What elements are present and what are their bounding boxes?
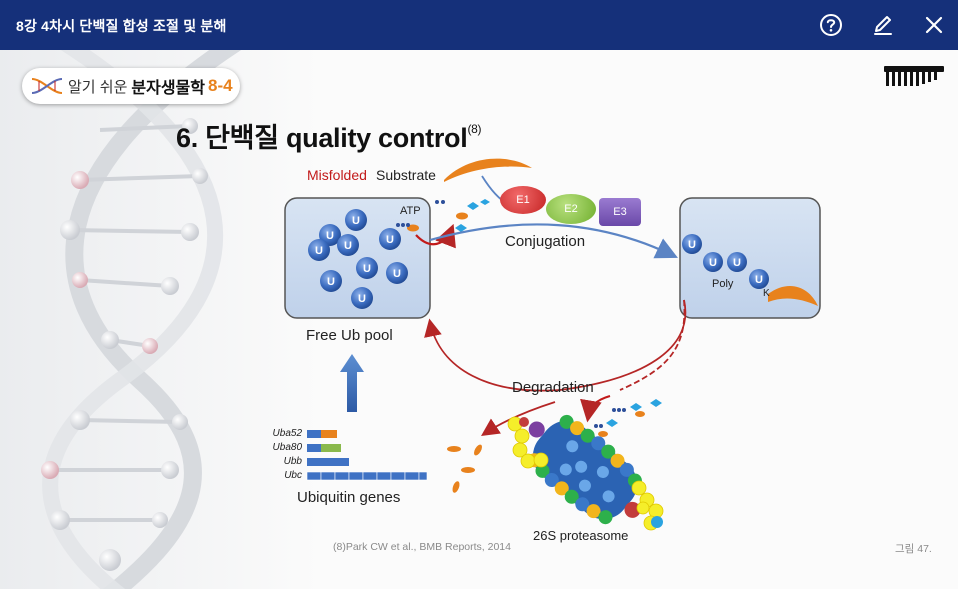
- close-button[interactable]: [921, 12, 947, 38]
- degradation-label: Degradation: [512, 379, 594, 396]
- peptide-release-arrow: [481, 401, 556, 436]
- enzyme-e1: E1: [500, 186, 546, 214]
- title-reference: (8): [467, 122, 482, 136]
- released-ubiquitin-icons: [594, 399, 662, 437]
- entry-arrow: [580, 394, 611, 423]
- svg-text:U: U: [709, 257, 717, 269]
- edit-button[interactable]: [870, 12, 896, 38]
- substrate-label: Substrate: [376, 167, 436, 183]
- figure-number: 그림 47.: [895, 543, 932, 555]
- lysine-label: K: [763, 288, 770, 299]
- gene-label-uba80: Uba80: [272, 442, 302, 453]
- bound-substrate: [768, 285, 818, 306]
- slide-title: 6. 단백질 quality control(8): [176, 116, 482, 155]
- badge-number: 8-4: [207, 76, 233, 95]
- close-icon: [925, 16, 943, 34]
- free-ub-pool-box: [284, 197, 431, 319]
- ubiquitin-gene-bars: [306, 430, 428, 481]
- poly-to-proteasome-arrow: [619, 299, 686, 391]
- supply-up-arrow: [340, 354, 364, 412]
- svg-text:U: U: [363, 263, 371, 275]
- svg-text:U: U: [315, 245, 323, 257]
- gene-label-ubc: Ubc: [284, 470, 302, 481]
- free-ub-pool-label: Free Ub pool: [306, 327, 393, 344]
- svg-text:U: U: [733, 257, 741, 269]
- atp-label: ATP: [400, 205, 421, 217]
- misfolded-substrate-shape: [444, 158, 532, 182]
- conjugation-arrow: [429, 223, 678, 259]
- pencil-icon: [874, 16, 892, 35]
- degradation-arrow: [424, 299, 687, 392]
- slide-title-text: 6. 단백질 quality control: [176, 123, 468, 153]
- badge-prefix: 알기 쉬운: [68, 78, 128, 96]
- enzyme-e2: E2: [546, 194, 596, 224]
- svg-text:U: U: [393, 268, 401, 280]
- gene-label-uba52: Uba52: [272, 428, 302, 439]
- window-title: 8강 4차시 단백질 합성 조절 및 분해: [16, 18, 227, 34]
- proteasome-label: 26S proteasome: [533, 528, 629, 543]
- peptide-fragments: [447, 444, 482, 493]
- reference-citation: (8)Park CW et al., BMB Reports, 2014: [333, 541, 511, 553]
- dna-logo-icon: [31, 78, 63, 94]
- svg-text:U: U: [326, 230, 334, 242]
- polyubiquitin-chain: U U U U: [682, 234, 769, 289]
- conjugation-label: Conjugation: [505, 233, 586, 250]
- badge-main: 분자생물학: [131, 80, 205, 97]
- svg-text:U: U: [688, 239, 696, 251]
- gene-label-ubb: Ubb: [283, 456, 302, 467]
- svg-text:U: U: [386, 234, 394, 246]
- svg-text:U: U: [358, 293, 366, 305]
- ubiquitin-balls: U U U U U U U U U: [308, 209, 408, 309]
- svg-text:U: U: [755, 274, 763, 286]
- svg-text:U: U: [327, 276, 335, 288]
- title-bar: 8강 4차시 단백질 합성 조절 및 분해: [0, 0, 958, 50]
- slide-canvas: 알기 쉬운 분자생물학 8-4 6. 단백질 quality control(8…: [0, 50, 958, 589]
- help-icon: [820, 14, 842, 36]
- help-button[interactable]: [818, 12, 844, 38]
- misfolded-label: Misfolded: [307, 167, 367, 183]
- ubiquitin-genes-label: Ubiquitin genes: [297, 489, 401, 506]
- proteasome-26s: [507, 414, 664, 531]
- atp-activation-arrow: [415, 223, 456, 249]
- university-logo-icon: [884, 66, 944, 86]
- ubiquitin-cycle-diagram: U U U U U U U U U U U U U: [284, 158, 821, 531]
- course-badge: 알기 쉬운 분자생물학 8-4: [22, 68, 240, 104]
- enzyme-e3: E3: [599, 198, 641, 226]
- dna-helix-background: [0, 50, 320, 589]
- svg-text:U: U: [344, 240, 352, 252]
- poly-label: Poly: [712, 278, 734, 290]
- polyubiquitin-box: [679, 197, 821, 319]
- svg-text:U: U: [352, 215, 360, 227]
